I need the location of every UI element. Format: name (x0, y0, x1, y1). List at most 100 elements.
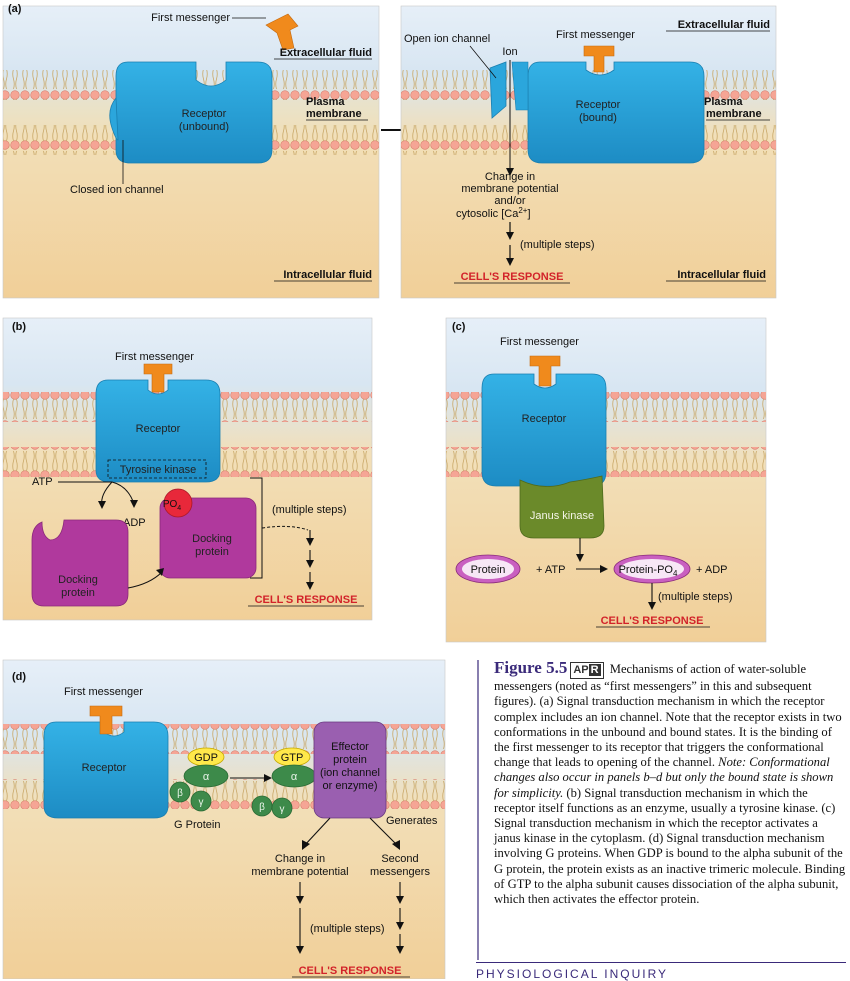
caption-text-2: (b) Signal transduction mechanism in whi… (494, 785, 846, 907)
receptor-d (43, 721, 169, 819)
beta-label-inactive: β (177, 788, 183, 799)
cells-response-b: CELL'S RESPONSE (255, 594, 358, 606)
panel-c-label: (c) (452, 321, 466, 333)
receptor-label: Receptor (182, 108, 227, 120)
gamma-subunit-active (271, 797, 293, 819)
change-label-d-1: Change in (275, 853, 325, 865)
panel-d: First messenger Receptor GDP α β γ G Pro… (2, 659, 446, 979)
receptor-label-b: Receptor (136, 423, 181, 435)
janus-kinase (519, 475, 605, 539)
docking-label-1: Docking (192, 533, 232, 545)
change-label-3: and/or (494, 195, 526, 207)
extracellular-label: Extracellular fluid (280, 47, 372, 59)
first-messenger-label-bound: First messenger (556, 29, 635, 41)
receptor-unbound (115, 61, 273, 164)
adp-label-b: ADP (123, 517, 146, 529)
multiple-steps-c: (multiple steps) (658, 591, 733, 603)
closed-channel-label: Closed ion channel (70, 184, 164, 196)
first-messenger-label-c: First messenger (500, 336, 579, 348)
beta-subunit-inactive (169, 781, 191, 803)
cells-response-d: CELL'S RESPONSE (299, 965, 402, 977)
alpha-subunit-inactive (183, 764, 229, 788)
change-label-4: cytosolic [Ca2+] (456, 206, 531, 220)
closed-ion-channel (109, 96, 119, 141)
generates-label: Generates (386, 815, 438, 827)
po4-circle (163, 488, 193, 518)
first-messenger-d (89, 705, 123, 735)
atp-label-b: ATP (32, 476, 53, 488)
receptor-sub-label: (unbound) (179, 121, 229, 133)
ion-label: Ion (502, 46, 517, 58)
plus-atp-c: + ATP (536, 564, 565, 576)
gamma-label-active: γ (280, 804, 285, 815)
gamma-label-inactive: γ (199, 797, 204, 808)
second-messengers-2: messengers (370, 866, 430, 878)
apr-badge-a: AP (573, 664, 589, 676)
janus-kinase-label: Janus kinase (530, 510, 594, 522)
beta-label-active: β (259, 802, 265, 813)
panel-a-label: (a) (8, 3, 22, 15)
cells-response-c: CELL'S RESPONSE (601, 615, 704, 627)
tyrosine-kinase-label: Tyrosine kinase (120, 464, 196, 476)
alpha-label-active: α (291, 771, 298, 783)
docking-protein-active (159, 497, 257, 579)
panel-c: First messenger Receptor Janus kinase Pr… (445, 317, 767, 643)
gtp-label: GTP (281, 752, 304, 764)
figure-title: Figure 5.5 (494, 658, 568, 677)
protein-po4-label: Protein-PO4 (619, 564, 678, 578)
receptor-bound-label: Receptor (576, 99, 621, 111)
intracellular-label-bound: Intracellular fluid (677, 269, 766, 281)
docking-inactive-label-2: protein (61, 587, 95, 599)
bound-first-messenger (583, 45, 615, 73)
receptor-tyrosine (95, 379, 221, 483)
effector-label-1: Effector (331, 741, 369, 753)
effector-protein (313, 721, 387, 819)
plasma-membrane-label-2: membrane (306, 108, 362, 120)
multiple-steps-b: (multiple steps) (272, 504, 347, 516)
intracellular-label: Intracellular fluid (283, 269, 372, 281)
first-messenger-b (143, 363, 173, 393)
change-label-1: Change in (485, 171, 535, 183)
first-messenger-label-d: First messenger (64, 686, 143, 698)
effector-label-3: (ion channel (320, 767, 380, 779)
gdp-label: GDP (194, 752, 218, 764)
plasma-membrane-label-bound-2: membrane (706, 108, 762, 120)
g-protein-label: G Protein (174, 819, 220, 831)
panel-b: First messenger Receptor Tyrosine kinase… (2, 317, 373, 621)
multiple-steps-a: (multiple steps) (520, 239, 595, 251)
extracellular-label-bound: Extracellular fluid (678, 19, 770, 31)
protein-label-c: Protein (471, 564, 506, 576)
first-messenger-label-b: First messenger (115, 351, 194, 363)
panel-a-right: First messenger Extracellular fluid Open… (400, 5, 777, 299)
docking-protein-inactive (31, 519, 129, 607)
panel-b-label: (b) (12, 321, 26, 333)
second-messengers-1: Second (381, 853, 418, 865)
po4-label: PO4 (163, 499, 181, 512)
receptor-label-d: Receptor (82, 762, 127, 774)
panel-a-left: First messenger Extracellular fluid Plas… (2, 5, 380, 299)
docking-inactive-label-1: Docking (58, 574, 98, 586)
first-messenger-c (529, 355, 561, 387)
first-messenger-shape (265, 13, 299, 51)
open-channel-label: Open ion channel (404, 33, 490, 45)
plasma-membrane-label-1: Plasma (306, 96, 345, 108)
plus-adp-c: + ADP (696, 564, 728, 576)
alpha-label-inactive: α (203, 771, 210, 783)
panel-d-label: (d) (12, 671, 26, 683)
receptor-bound-sub-label: (bound) (579, 112, 617, 124)
caption-note: Note: Conformational changes also occur … (494, 755, 834, 800)
docking-label-2: protein (195, 546, 229, 558)
change-label-d-2: membrane potential (251, 866, 348, 878)
cells-response-a: CELL'S RESPONSE (461, 271, 564, 283)
change-label-2: membrane potential (461, 183, 558, 195)
effector-label-4: or enzyme) (322, 780, 377, 792)
first-messenger-label: First messenger (151, 12, 230, 24)
receptor-c (481, 373, 607, 487)
physiological-inquiry-heading: PHYSIOLOGICAL INQUIRY (476, 962, 846, 981)
multiple-steps-d: (multiple steps) (310, 923, 385, 935)
plasma-membrane-label-bound-1: Plasma (704, 96, 743, 108)
apr-badge-r: R (588, 664, 601, 676)
caption-text-1: Mechanisms of action of water-soluble me… (494, 662, 842, 770)
